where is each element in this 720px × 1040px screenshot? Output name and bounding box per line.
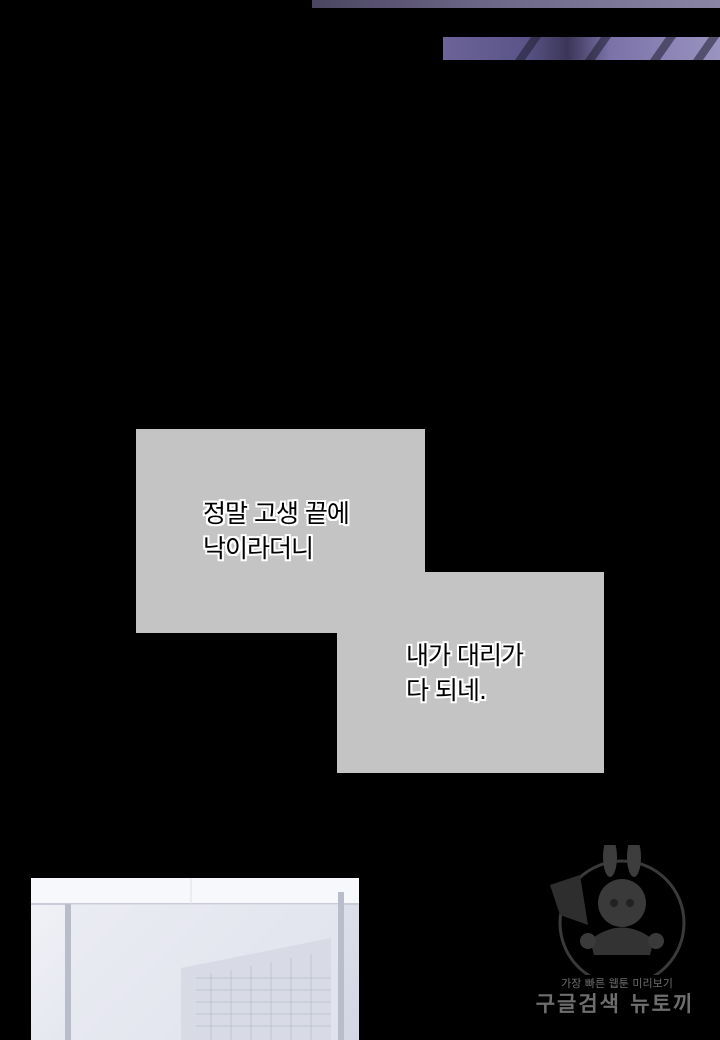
next-panel-window-scene [31,878,359,1040]
bunny-mascot-icon [550,845,686,975]
speech-line: 정말 고생 끝에 [203,499,350,528]
window-frame-illustration [31,878,359,1040]
watermark-line-1: 가장 빠른 웹툰 미리보기 [561,977,673,990]
site-watermark: 가장 빠른 웹툰 미리보기 구글검색 뉴토끼 [536,845,692,1025]
speech-line: 다 되네. [406,676,487,705]
speech-line: 낙이라더니 [203,534,314,563]
previous-panel-fragment [443,37,720,60]
speech-line: 내가 대리가 [406,641,524,670]
speech-bubble-1-text: 정말 고생 끝에 낙이라더니 [203,496,350,566]
speech-bubble-2-text: 내가 대리가 다 되네. [406,638,524,708]
watermark-line-2: 구글검색 뉴토끼 [535,992,695,1016]
previous-panel-edge [312,0,720,8]
speech-bubble-2 [337,572,604,773]
